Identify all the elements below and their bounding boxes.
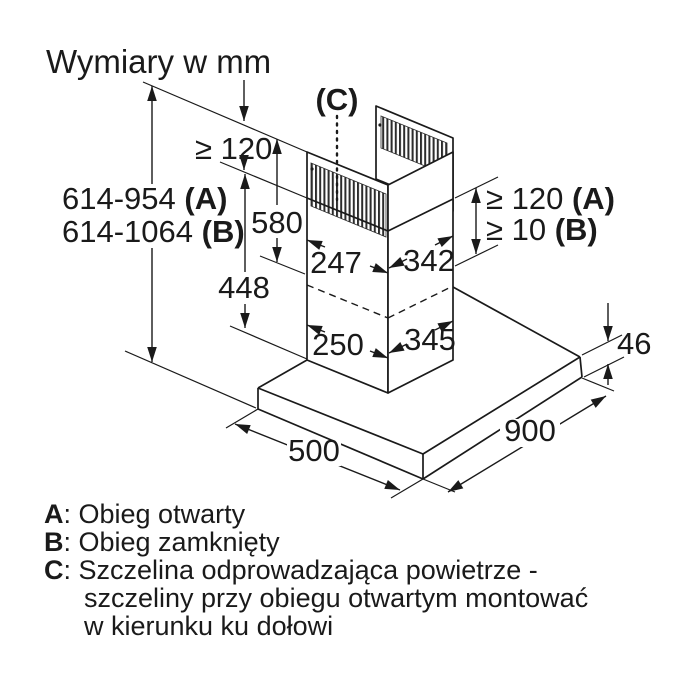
legend-item-b: B: Obieg zamknięty xyxy=(44,527,280,557)
top-width-left-label: 247 xyxy=(310,245,362,280)
legend-key-a: A xyxy=(44,499,64,529)
total-height-a-key: (A) xyxy=(176,181,228,216)
width-label: 900 xyxy=(504,413,556,448)
legend: A: Obieg otwarty B: Obieg zamknięty C: S… xyxy=(44,499,588,641)
duct-right-face xyxy=(387,151,454,394)
legend-item-c-line2: szczeliny przy obiegu otwartym montować xyxy=(84,583,588,613)
wall-gap-b-label: ≥ 10 (B) xyxy=(486,212,598,247)
hood-back-left-edge xyxy=(257,359,308,389)
telescopic-seam-right xyxy=(387,198,454,232)
height-label-bg xyxy=(58,184,240,248)
chimney-duct xyxy=(306,151,454,394)
dim-line-bottom-width-left-a xyxy=(306,324,326,335)
thickness-label: 46 xyxy=(617,326,651,361)
width-right-extension xyxy=(581,377,615,392)
dim-line-top-width-right-a xyxy=(388,256,408,269)
seam-extension-line xyxy=(219,161,308,199)
diagram-labels: Wymiary w mm (C) ≥ 120 614-954 (A) 614-1… xyxy=(46,43,651,468)
thickness-upper-extension xyxy=(581,334,623,356)
screw-hole-rear xyxy=(378,123,382,127)
dim-line-bottom-width-right-b xyxy=(434,320,454,333)
bottom-width-right-label: 345 xyxy=(404,322,456,357)
depth-label: 500 xyxy=(288,433,340,468)
hood-right-corner-edge xyxy=(579,356,583,378)
legend-key-c: C xyxy=(44,555,64,585)
legend-key-b: B xyxy=(44,527,64,557)
extension-lines xyxy=(124,81,625,499)
vent-hatch-front xyxy=(310,162,387,238)
telescopic-seam-left xyxy=(306,197,389,232)
legend-item-c: C: Szczelina odprowadzająca powietrze - xyxy=(44,555,538,585)
legend-text-b: : Obieg zamknięty xyxy=(64,527,281,557)
dim-line-top-width-right-b xyxy=(434,235,454,248)
upper-section-label-bg xyxy=(253,205,301,238)
hidden-edge-left xyxy=(306,284,389,319)
total-height-b-value: 614-1064 xyxy=(62,214,193,249)
width-label-bg xyxy=(500,419,560,447)
wall-gap-a-key: (A) xyxy=(563,181,615,216)
total-height-b-label: 614-1064 (B) xyxy=(62,214,245,249)
upper-section-label: 580 xyxy=(251,205,303,240)
total-height-a-label: 614-954 (A) xyxy=(62,181,227,216)
legend-text-a: : Obieg otwarty xyxy=(64,499,246,529)
vent-label: (C) xyxy=(315,82,358,117)
depth-label-bg xyxy=(287,441,341,466)
duct-bottom-extension-line xyxy=(229,325,308,360)
wall-gap-b-key: (B) xyxy=(546,212,598,247)
total-height-b-key: (B) xyxy=(193,214,245,249)
lower-section-label: 448 xyxy=(218,270,270,305)
hidden-edge-right xyxy=(387,285,454,319)
hood-bottom-extension-line xyxy=(124,350,257,409)
bottom-width-left-label: 250 xyxy=(312,327,364,362)
legend-item-a: A: Obieg otwarty xyxy=(44,499,246,529)
top-width-right-label: 342 xyxy=(403,243,455,278)
wall-gap-lower-extension xyxy=(454,244,499,267)
dim-line-bottom-width-right-a xyxy=(388,341,408,354)
total-height-a-value: 614-954 xyxy=(62,181,176,216)
wall-gap-upper-extension xyxy=(454,176,499,199)
dim-line-bottom-width-left-b xyxy=(369,348,389,359)
lower-section-label-bg xyxy=(220,272,268,304)
depth-left-extension xyxy=(225,408,259,429)
screw-hole-front xyxy=(310,167,314,171)
wall-gap-a-value: ≥ 120 xyxy=(486,181,563,216)
wall-gap-a-label: ≥ 120 (A) xyxy=(486,181,615,216)
dim-line-top-width-left-a xyxy=(306,239,326,250)
hood-back-right-edge xyxy=(452,286,581,358)
ceiling-gap-label: ≥ 120 xyxy=(195,131,272,166)
legend-text-c: : Szczelina odprowadzająca powietrze - xyxy=(64,555,538,585)
wall-gap-b-value: ≥ 10 xyxy=(486,212,546,247)
legend-item-c-line3: w kierunku ku dołowi xyxy=(83,611,333,641)
mid-extension-line xyxy=(259,255,306,275)
dim-line-top-width-left-b xyxy=(369,263,389,274)
label-backgrounds xyxy=(58,184,560,466)
depth-right-extension xyxy=(390,478,424,499)
page-title: Wymiary w mm xyxy=(46,43,271,80)
